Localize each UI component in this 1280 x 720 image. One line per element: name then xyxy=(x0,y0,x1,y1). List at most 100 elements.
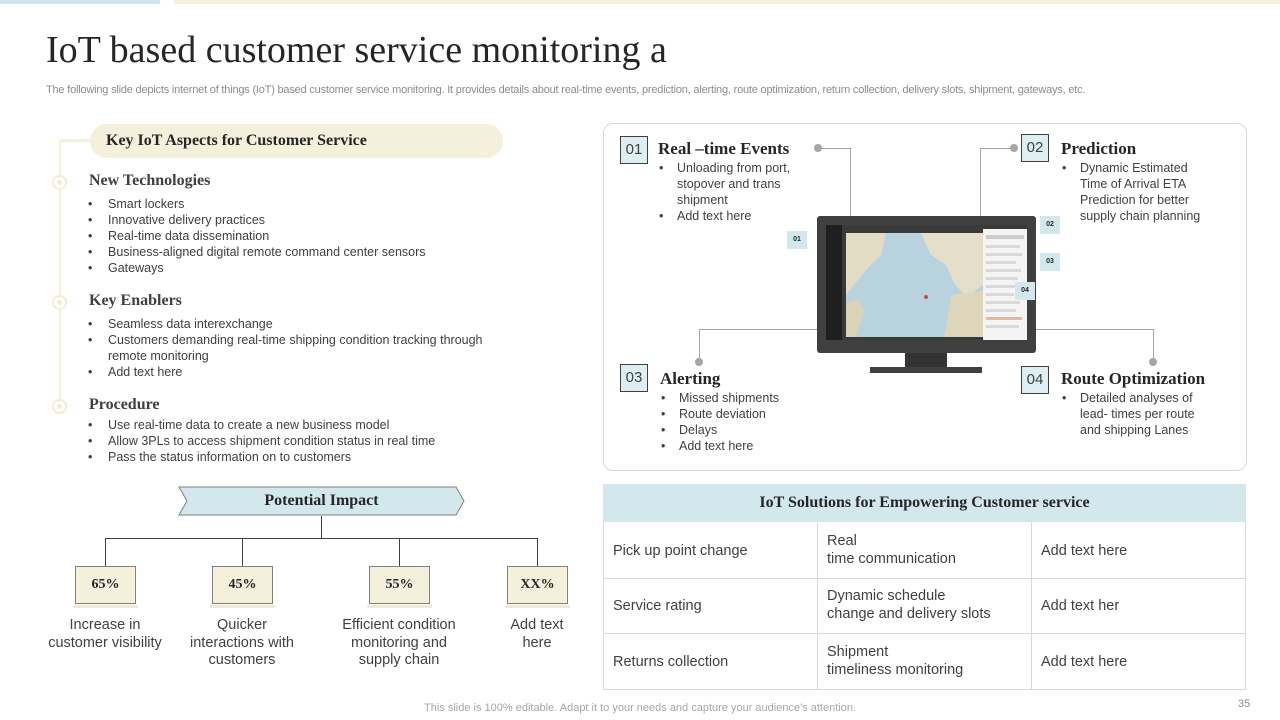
pill-connector xyxy=(60,139,90,142)
new-technologies-list: Smart lockers Innovative delivery practi… xyxy=(88,196,508,276)
timeline-dot xyxy=(52,399,67,414)
box-shadow xyxy=(210,605,275,608)
event-number-01: 01 xyxy=(620,136,648,164)
connector-dot xyxy=(695,358,703,366)
marker-04: 04 xyxy=(1015,282,1035,300)
alerting-list: Missed shipments Route deviation Delays … xyxy=(661,390,811,454)
event-number-02: 02 xyxy=(1021,134,1049,162)
list-item: Delays xyxy=(661,422,811,438)
top-accent-bar-right xyxy=(174,0,1280,4)
table-row-divider xyxy=(603,578,1246,579)
aspects-header-pill: Key IoT Aspects for Customer Service xyxy=(90,124,503,158)
tree-connector xyxy=(399,538,400,566)
connector-dot xyxy=(814,144,822,152)
impact-value-box: 45% xyxy=(212,566,273,604)
list-item: Detailed analyses of lead- times per rou… xyxy=(1062,390,1212,438)
event-heading-real-time: Real –time Events xyxy=(658,139,790,158)
table-col-divider xyxy=(817,522,818,690)
procedure-list: Use real-time data to create a new busin… xyxy=(88,417,513,465)
marker-03: 03 xyxy=(1040,253,1060,271)
banner-arrow-shape xyxy=(178,486,465,516)
connector-line xyxy=(980,148,981,216)
route-optimization-list: Detailed analyses of lead- times per rou… xyxy=(1062,390,1212,438)
monitor-screen-map xyxy=(826,225,1027,340)
marker-02: 02 xyxy=(1040,216,1060,234)
list-item: Dynamic Estimated Time of Arrival ETA Pr… xyxy=(1062,160,1212,224)
tree-connector xyxy=(321,516,322,538)
impact-label: Efficient condition monitoring and suppl… xyxy=(342,617,456,668)
table-cell: Dynamic schedule change and delivery slo… xyxy=(827,588,991,622)
impact-label: Quicker interactions with customers xyxy=(190,617,294,668)
list-item: Add text here xyxy=(661,438,811,454)
monitor-stand-neck xyxy=(905,353,947,367)
table-cell: Service rating xyxy=(613,598,702,614)
connector-line xyxy=(1153,329,1154,361)
solutions-table xyxy=(603,522,1246,690)
list-item: Pass the status information on to custom… xyxy=(88,449,513,465)
table-cell: Real time communication xyxy=(827,533,956,567)
list-item: Smart lockers xyxy=(88,196,508,212)
table-cell: Add text her xyxy=(1041,598,1120,614)
list-item: Add text here xyxy=(659,208,799,224)
footer-note: This slide is 100% editable. Adapt it to… xyxy=(424,702,856,714)
impact-label: Increase in customer visibility xyxy=(48,617,162,651)
page-subtitle: The following slide depicts internet of … xyxy=(46,84,1086,96)
list-item: Seamless data interexchange xyxy=(88,316,513,332)
list-item: Add text here xyxy=(88,364,513,380)
list-item: Customers demanding real-time shipping c… xyxy=(88,332,513,364)
solutions-table-header: IoT Solutions for Empowering Customer se… xyxy=(603,484,1246,522)
tree-connector xyxy=(105,538,106,566)
potential-impact-header: Potential Impact xyxy=(264,492,379,509)
marker-01: 01 xyxy=(787,231,807,249)
list-item: Real-time data dissemination xyxy=(88,228,508,244)
event-heading-alerting: Alerting xyxy=(660,369,721,388)
table-cell: Add text here xyxy=(1041,543,1128,559)
list-item: Allow 3PLs to access shipment condition … xyxy=(88,433,513,449)
section-heading-procedure: Procedure xyxy=(89,396,160,413)
event-number-04: 04 xyxy=(1021,366,1049,394)
tree-connector xyxy=(242,538,243,566)
real-time-events-list: Unloading from port, stopover and trans … xyxy=(659,160,799,224)
connector-line xyxy=(699,329,817,330)
box-shadow xyxy=(505,605,570,608)
table-cell: Returns collection xyxy=(613,654,729,670)
tree-connector xyxy=(105,538,538,539)
page-title: IoT based customer service monitoring a xyxy=(46,29,667,71)
map-illustration xyxy=(826,225,1027,340)
connector-line xyxy=(850,148,851,216)
connector-dot xyxy=(1149,358,1157,366)
impact-value-box: 65% xyxy=(75,566,136,604)
timeline-line xyxy=(59,141,61,411)
impact-label: Add text here xyxy=(510,617,564,651)
connector-line xyxy=(1036,329,1154,330)
box-shadow xyxy=(367,605,432,608)
section-heading-new-technologies: New Technologies xyxy=(89,172,211,189)
list-item: Unloading from port, stopover and trans … xyxy=(659,160,799,208)
connector-line xyxy=(818,148,851,149)
tree-connector xyxy=(537,538,538,566)
connector-line xyxy=(980,148,1014,149)
page-number: 35 xyxy=(1238,698,1251,710)
table-cell: Shipment timeliness monitoring xyxy=(827,644,964,678)
list-item: Gateways xyxy=(88,260,508,276)
table-cell: Pick up point change xyxy=(613,543,748,559)
box-shadow xyxy=(73,605,138,608)
timeline-dot xyxy=(52,295,67,310)
event-heading-prediction: Prediction xyxy=(1061,139,1137,158)
connector-line xyxy=(699,329,700,361)
list-item: Innovative delivery practices xyxy=(88,212,508,228)
timeline-dot xyxy=(52,175,67,190)
list-item: Business-aligned digital remote command … xyxy=(88,244,508,260)
event-heading-route-optimization: Route Optimization xyxy=(1061,369,1206,388)
impact-value-box: 55% xyxy=(369,566,430,604)
table-cell: Add text here xyxy=(1041,654,1128,670)
list-item: Use real-time data to create a new busin… xyxy=(88,417,513,433)
impact-value-box: XX% xyxy=(507,566,568,604)
connector-dot xyxy=(1010,144,1018,152)
potential-impact-banner: Potential Impact xyxy=(178,486,465,516)
key-enablers-list: Seamless data interexchange Customers de… xyxy=(88,316,513,380)
prediction-list: Dynamic Estimated Time of Arrival ETA Pr… xyxy=(1062,160,1212,224)
top-accent-bar-left xyxy=(0,0,160,4)
list-item: Route deviation xyxy=(661,406,811,422)
section-heading-key-enablers: Key Enablers xyxy=(89,292,182,309)
